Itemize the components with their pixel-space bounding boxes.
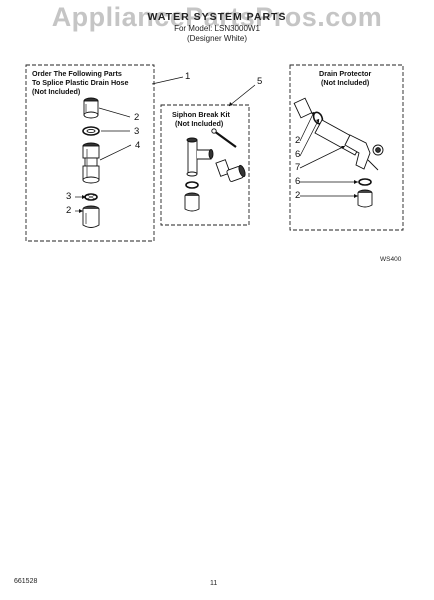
figure-code: WS400 <box>380 256 402 263</box>
callout-splice-kit: 1 <box>185 71 191 82</box>
siphon-tee <box>186 137 214 177</box>
clamp-bottom <box>84 193 98 201</box>
siphon-panel-title: Siphon Break Kit (Not Included) <box>172 110 230 128</box>
model-line: For Model: LSN3000W1 <box>174 24 260 33</box>
siphon-clamp-top <box>185 181 199 189</box>
callout-splice-c: 4 <box>135 140 141 151</box>
callout-splice-b: 3 <box>134 126 140 137</box>
coupling-top <box>83 97 99 119</box>
drain-panel-title: Drain Protector (Not Included) <box>319 69 372 87</box>
coupling-bottom <box>82 205 100 228</box>
callout-drain-c: 7 <box>295 162 301 173</box>
drain-panel-box <box>289 64 404 231</box>
footer-page-number: 11 <box>210 580 218 587</box>
callout-drain-d: 6 <box>295 176 301 187</box>
callout-siphon-kit: 5 <box>257 76 263 87</box>
leader-lines <box>75 76 358 212</box>
callout-splice-e: 2 <box>66 205 72 216</box>
callout-drain-b: 6 <box>295 149 301 160</box>
clamp-top <box>82 126 100 136</box>
color-line: (Designer White) <box>186 34 247 43</box>
footer-part-number: 661528 <box>14 578 38 585</box>
drain-parts <box>293 97 384 208</box>
splice-panel-box <box>25 64 155 242</box>
siphon-coupling <box>184 192 200 212</box>
drain-coupling-bottom <box>357 189 373 208</box>
siphon-rod <box>211 128 237 148</box>
watermark: AppliancePartsPros.com <box>51 2 383 32</box>
connector-tube <box>82 142 100 184</box>
siphon-parts <box>184 128 246 212</box>
callout-splice-d: 3 <box>66 191 72 202</box>
siphon-panel-box <box>160 104 250 226</box>
page-title: WATER SYSTEM PARTS <box>147 11 287 23</box>
drain-coupling-top <box>293 97 313 119</box>
splice-panel-title: Order The Following Parts To Splice Plas… <box>32 69 129 96</box>
drain-protector-body <box>314 119 384 171</box>
callout-splice-a: 2 <box>134 112 140 123</box>
siphon-elbow <box>215 159 246 182</box>
splice-parts <box>82 97 100 228</box>
drain-clamp-bottom <box>358 178 372 186</box>
callout-drain-a: 2 <box>295 135 301 146</box>
callout-drain-e: 2 <box>295 190 301 201</box>
